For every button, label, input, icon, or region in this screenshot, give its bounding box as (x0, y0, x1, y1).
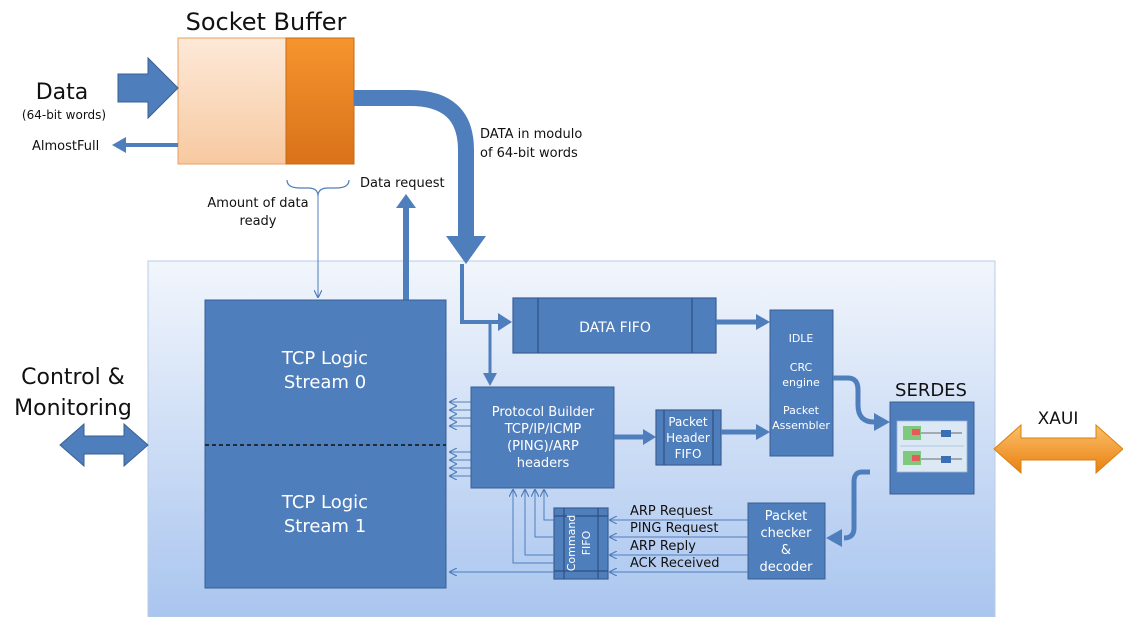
serdes-chip-icon (896, 420, 968, 473)
signal-arp-request: ARP Request (630, 504, 713, 519)
packet-checker-line1: Packet (765, 509, 808, 524)
data-fifo (512, 297, 717, 354)
serdes-title: SERDES (895, 380, 967, 401)
header-fifo-to-assembler-arrow (721, 424, 770, 440)
packet-checker-line2: checker (761, 526, 813, 541)
tcp-stream0-line1: TCP Logic (281, 348, 368, 369)
pb-to-tcp-arrows (450, 402, 471, 476)
checker-signal-lines (610, 520, 748, 572)
assembler-packet-2: Assembler (772, 419, 830, 432)
protocol-builder-line4: headers (517, 456, 570, 471)
command-fifo-feedback-lines (450, 490, 554, 572)
socket-buffer-title: Socket Buffer (186, 8, 347, 36)
command-fifo-line1: Command (565, 515, 578, 572)
tcp-stream0-line2: Stream 0 (284, 372, 366, 393)
tcp-stream1-line1: TCP Logic (281, 492, 368, 513)
data-modulo-label-2: of 64-bit words (480, 146, 578, 161)
serdes-block (889, 401, 975, 495)
assembler-crc-1: CRC (790, 361, 813, 374)
control-label-1: Control & (21, 365, 125, 390)
packet-header-fifo-line3: FIFO (675, 447, 702, 461)
assembler-packet-1: Packet (783, 404, 820, 417)
packet-header-fifo-line1: Packet (668, 415, 708, 429)
protocol-builder-line3: (PING)/ARP (507, 439, 579, 454)
data-to-fifo-line (460, 264, 512, 386)
data-sublabel: (64-bit words) (22, 108, 106, 122)
protocol-builder-line2: TCP/IP/ICMP (504, 422, 582, 437)
packet-checker-line4: decoder (760, 560, 814, 575)
assembler-to-serdes-arrow (833, 375, 890, 431)
protocol-builder (470, 386, 615, 489)
assembler-crc-2: engine (782, 376, 820, 389)
data-curve-arrow (354, 90, 474, 238)
pb-to-header-fifo-arrow (614, 429, 656, 445)
xaui-double-arrow (993, 423, 1123, 475)
command-fifo (553, 507, 609, 580)
data-label: Data (36, 80, 89, 105)
amount-ready-label-1: Amount of data (207, 196, 308, 211)
fifo-to-assembler-arrow (716, 314, 770, 330)
tcp-stream1-line2: Stream 1 (284, 516, 366, 537)
data-ready-brace (286, 179, 350, 197)
xaui-label: XAUI (1038, 409, 1079, 429)
signal-ack-received: ACK Received (630, 556, 720, 571)
socket-buffer (177, 37, 355, 165)
assembler-idle: IDLE (789, 332, 814, 345)
data-input-arrow (117, 56, 179, 120)
control-double-arrow (59, 422, 149, 468)
command-fifo-line2: FIFO (580, 530, 593, 555)
protocol-builder-line1: Protocol Builder (492, 405, 595, 420)
almost-full-label: AlmostFull (32, 139, 99, 154)
control-label-2: Monitoring (14, 396, 132, 421)
signal-arp-reply: ARP Reply (630, 539, 696, 554)
packet-header-fifo-line2: Header (666, 431, 710, 445)
signal-ping-request: PING Request (630, 521, 718, 536)
data-request-arrow (396, 194, 416, 300)
almost-full-arrow (112, 137, 178, 153)
packet-checker (747, 502, 826, 580)
data-curve-arrow-head (446, 236, 486, 264)
serdes-to-checker-arrow (826, 469, 870, 547)
packet-header-fifo (655, 409, 722, 466)
tcp-logic-block (204, 299, 447, 589)
packet-assembler (769, 309, 834, 457)
amount-ready-label-2: ready (240, 214, 277, 229)
data-request-label: Data request (360, 176, 445, 191)
data-fifo-label: DATA FIFO (579, 320, 651, 336)
packet-checker-line3: & (781, 543, 791, 558)
data-modulo-label-1: DATA in modulo (480, 127, 582, 142)
